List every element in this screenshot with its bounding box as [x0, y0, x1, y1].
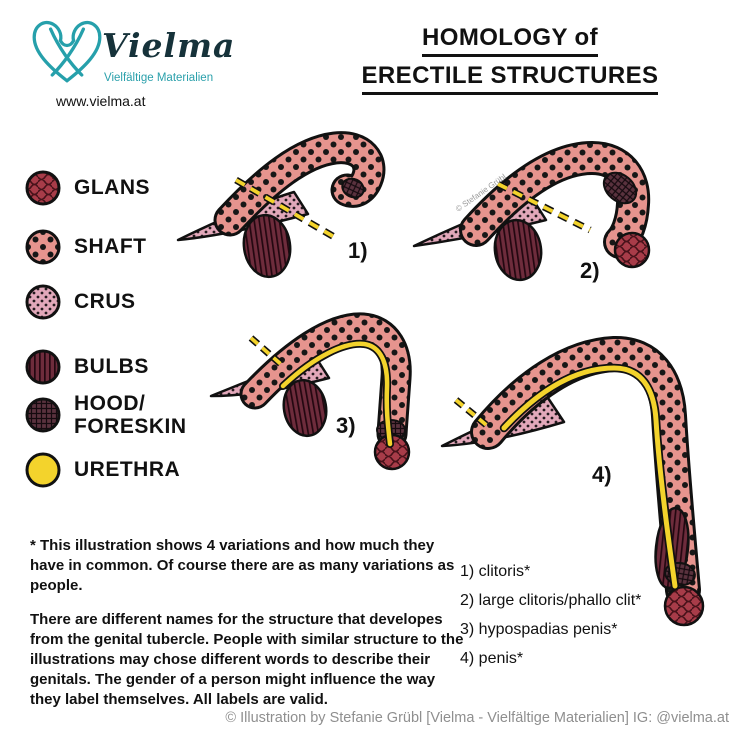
- crus-swatch-icon: [25, 284, 61, 320]
- variant-item-2: 2) large clitoris/phallo clit*: [460, 592, 642, 609]
- figure-1-number: 1): [348, 238, 368, 263]
- legend-label-crus: CRUS: [74, 290, 136, 314]
- figure-3-hypospadias-penis-illustration: [209, 312, 412, 471]
- bulb-shape: [493, 218, 543, 282]
- urethra-marker: [454, 398, 492, 430]
- shaft-shape: [462, 143, 648, 256]
- urethra-line: [501, 365, 678, 589]
- legend-item-bulbs: BULBS: [24, 348, 149, 386]
- figure-4-penis-illustration: [440, 336, 705, 627]
- bulbs-swatch-icon: [25, 349, 61, 385]
- legend-label-glans: GLANS: [74, 176, 150, 200]
- variant-item-1: 1) clitoris*: [460, 563, 531, 580]
- urethra-marker: [249, 336, 285, 368]
- logo-wordmark: Vielma: [102, 26, 236, 65]
- figure-2-large-clitoris-illustration: © Stefanie Grübl: [412, 140, 651, 282]
- bulb-shape: [242, 213, 292, 279]
- legend-item-shaft: SHAFT: [24, 228, 147, 266]
- hood-swatch-icon: [25, 397, 61, 433]
- variant-name-list: 1) clitoris* 2) large clitoris/phallo cl…: [460, 563, 641, 679]
- legend-item-crus: CRUS: [24, 283, 136, 321]
- title-line-2: ERECTILE STRUCTURES: [361, 62, 659, 95]
- urethra-marker: [235, 178, 337, 240]
- glans-shape: [663, 585, 705, 627]
- figure-3-number: 3): [336, 413, 356, 438]
- urethra-swatch-icon: [25, 452, 61, 488]
- figure-4-number: 4): [592, 462, 612, 487]
- shaft-shape: [242, 315, 409, 447]
- variant-item-3: 3) hypospadias penis*: [460, 621, 618, 638]
- legend-item-hood-foreskin: HOOD/ FORESKIN: [24, 392, 187, 438]
- shaft-shape: [473, 339, 698, 605]
- glans-swatch-icon: [25, 170, 61, 206]
- copyright-credit: © Illustration by Stefanie Grübl [Vielma…: [225, 710, 729, 726]
- bulb-shape: [282, 378, 328, 438]
- legend-label-bulbs: BULBS: [74, 355, 149, 379]
- hood-shape: [602, 171, 638, 205]
- note-paragraph-1: * This illustration shows 4 variations a…: [30, 537, 455, 594]
- title-line-1: HOMOLOGY of: [422, 24, 598, 57]
- logo-subtitle: Vielfältige Materialien: [104, 72, 214, 84]
- explanatory-notes: * This illustration shows 4 variations a…: [30, 536, 468, 724]
- hood-shape: [341, 177, 365, 199]
- logo-url: www.vielma.at: [56, 93, 146, 109]
- variant-item-4: 4) penis*: [460, 650, 524, 667]
- urethra-marker: [497, 182, 591, 232]
- legend-label-shaft: SHAFT: [74, 235, 147, 259]
- page-title: HOMOLOGY of ERECTILE STRUCTURES: [355, 24, 665, 100]
- legend-item-urethra: URETHRA: [24, 451, 180, 489]
- note-paragraph-2: There are different names for the struct…: [30, 611, 464, 708]
- figure-1-clitoris-illustration: [176, 131, 386, 279]
- vielma-heart-logo-icon: [32, 20, 102, 83]
- figure-2-number: 2): [580, 258, 600, 283]
- legend-label-urethra: URETHRA: [74, 458, 181, 482]
- glans-shape: [613, 231, 651, 269]
- urethra-line: [280, 341, 393, 447]
- legend-label-hood-foreskin: HOOD/ FORESKIN: [74, 392, 187, 439]
- legend-item-glans: GLANS: [24, 169, 150, 207]
- shaft-swatch-icon: [25, 229, 61, 265]
